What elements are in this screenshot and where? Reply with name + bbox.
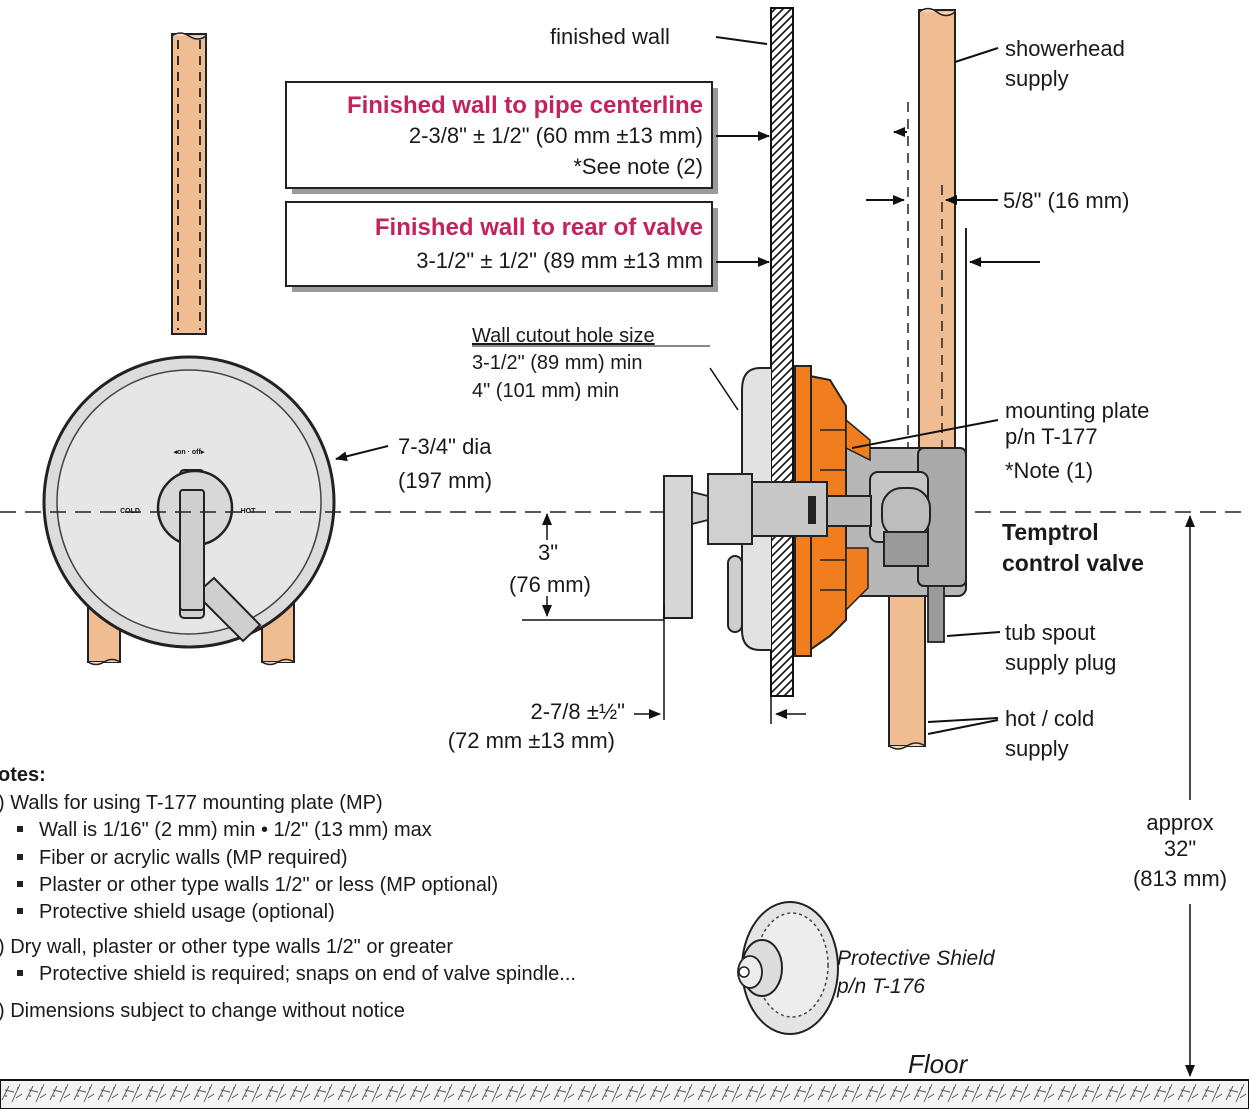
note-1c: Plaster or other type walls 1/2" or less…: [39, 874, 498, 896]
mounting-label-2: p/n T-177: [1005, 424, 1098, 449]
dial-hot-label: HOT: [241, 508, 257, 515]
cutout-title: Wall cutout hole size: [472, 325, 655, 347]
tub-spout-label-2: supply plug: [1005, 650, 1116, 675]
dim-5-8-label: 5/8" (16 mm): [1003, 188, 1129, 213]
box1-line2: *See note (2): [573, 154, 703, 179]
note-1d: Protective shield usage (optional): [39, 901, 335, 923]
floor: [0, 1079, 1249, 1109]
note-1b: Fiber or acrylic walls (MP required): [39, 847, 348, 869]
cutout-line1: 3-1/2" (89 mm) min: [472, 352, 642, 374]
finished-wall: [770, 7, 794, 697]
cutout-line2: 4" (101 mm) min: [472, 380, 619, 402]
front-view: ◂on · off▸ COLD HOT 7-3/4" dia (197 mm): [42, 32, 492, 666]
shield-label-1: Protective Shield: [837, 947, 996, 970]
tub-spout-label-1: tub spout: [1005, 620, 1096, 645]
approx-line3: (813 mm): [1133, 866, 1227, 891]
box2-title: Finished wall to rear of valve: [375, 214, 703, 241]
note-1: ) Walls for using T-177 mounting plate (…: [0, 792, 383, 814]
note-3: ) Dimensions subject to change without n…: [0, 1000, 405, 1022]
approx-line2: 32": [1164, 836, 1196, 861]
dim-278-line1: 2-7/8 ±½": [531, 699, 626, 724]
note-1a: Wall is 1/16" (2 mm) min • 1/2" (13 mm) …: [39, 819, 432, 841]
finished-wall-label: finished wall: [550, 24, 670, 49]
note-2: ) Dry wall, plaster or other type walls …: [0, 936, 453, 958]
box1-title: Finished wall to pipe centerline: [347, 92, 703, 119]
notes: otes: ) Walls for using T-177 mounting p…: [0, 764, 576, 1022]
dim-3-line2: (76 mm): [509, 572, 591, 597]
hot-cold-label-1: hot / cold: [1005, 706, 1094, 731]
dial-on-off-label: ◂on · off▸: [173, 449, 205, 456]
shield-label-2: p/n T-176: [836, 975, 925, 998]
protective-shield: [737, 901, 839, 1035]
hot-cold-label-2: supply: [1005, 736, 1069, 761]
notes-heading: otes:: [0, 764, 46, 786]
mounting-label-3: *Note (1): [1005, 458, 1093, 483]
wall-to-centerline-box: Finished wall to pipe centerline 2-3/8" …: [285, 81, 718, 194]
valve-spindle: [663, 473, 872, 633]
diameter-dim-line2: (197 mm): [398, 468, 492, 493]
showerhead-label-1: showerhead: [1005, 36, 1125, 61]
box2-line1: 3-1/2" ± 1/2" (89 mm ±13 mm: [416, 248, 703, 273]
floor-label: Floor: [908, 1049, 969, 1079]
box1-line1: 2-3/8" ± 1/2" (60 mm ±13 mm): [409, 123, 703, 148]
temptrol-label-2: control valve: [1002, 550, 1144, 576]
temptrol-label-1: Temptrol: [1002, 519, 1099, 545]
wall-to-rear-box: Finished wall to rear of valve 3-1/2" ± …: [285, 201, 718, 292]
note-2a: Protective shield is required; snaps on …: [39, 963, 576, 985]
dim-3-line1: 3": [538, 540, 558, 565]
showerhead-supply-pipe: [918, 7, 956, 461]
showerhead-label-2: supply: [1005, 66, 1069, 91]
mounting-label-1: mounting plate: [1005, 398, 1149, 423]
dim-278-line2: (72 mm ±13 mm): [448, 728, 615, 753]
diameter-dim-line1: 7-3/4" dia: [398, 434, 492, 459]
approx-line1: approx: [1146, 810, 1213, 835]
